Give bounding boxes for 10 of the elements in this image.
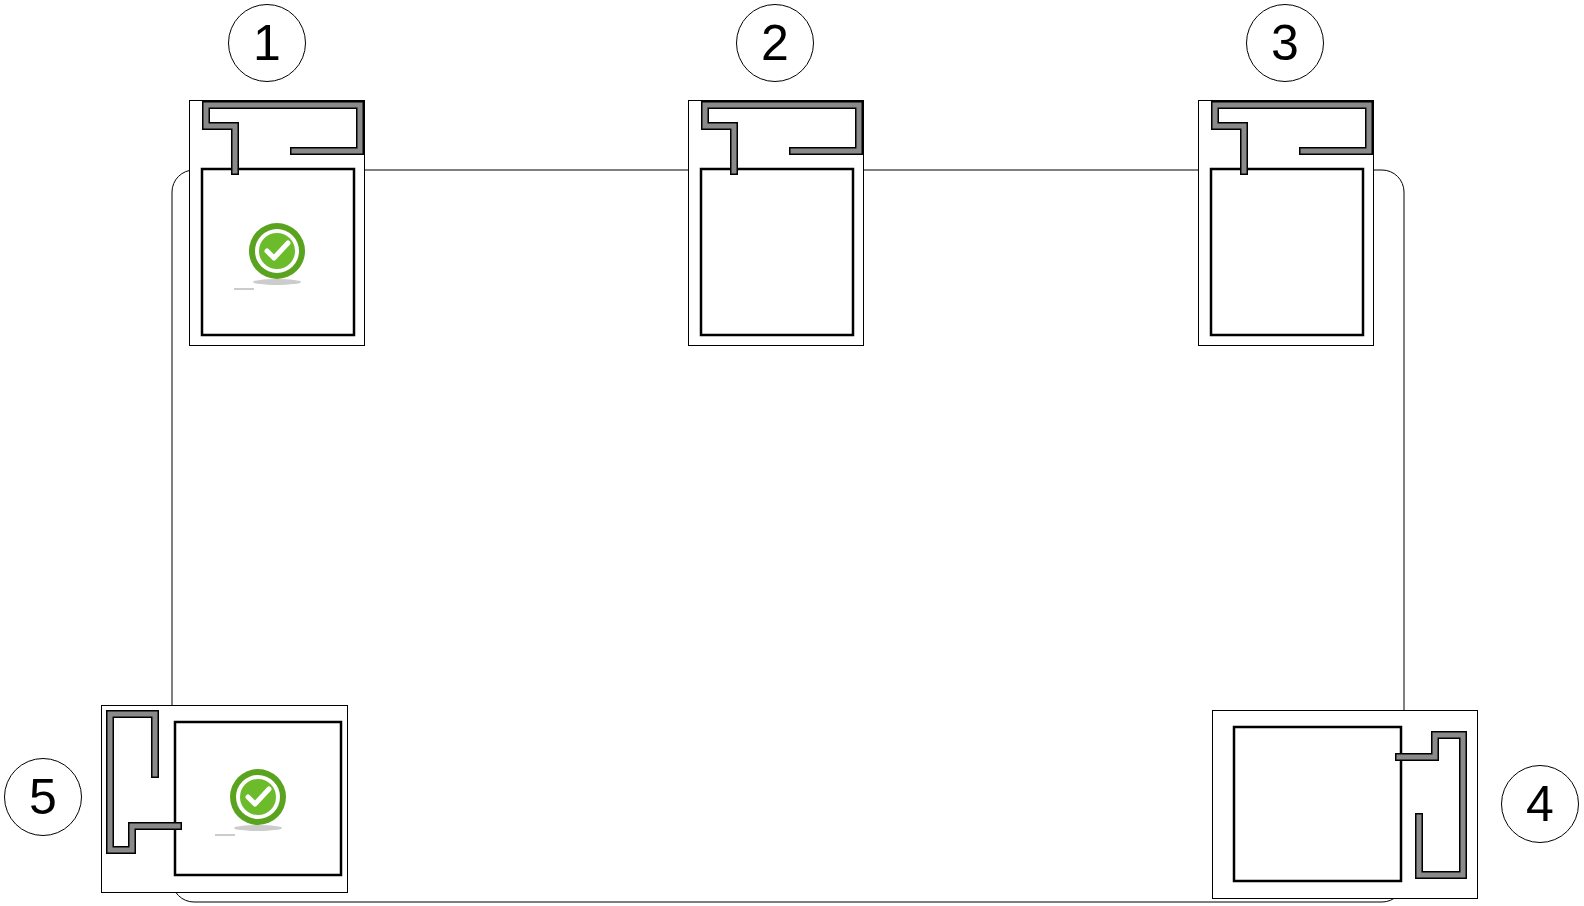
antenna-module-drawing — [189, 100, 365, 346]
callout-number: 2 — [761, 18, 789, 68]
callout-number: 4 — [1526, 779, 1554, 829]
callout-number: 1 — [253, 18, 281, 68]
callout-number: 3 — [1271, 18, 1299, 68]
antenna-module-drawing — [1212, 710, 1478, 899]
callout-number: 5 — [29, 772, 57, 822]
antenna-module-drawing — [688, 100, 864, 346]
antenna-module-drawing — [101, 705, 348, 893]
antenna-module-drawing — [1198, 100, 1374, 346]
